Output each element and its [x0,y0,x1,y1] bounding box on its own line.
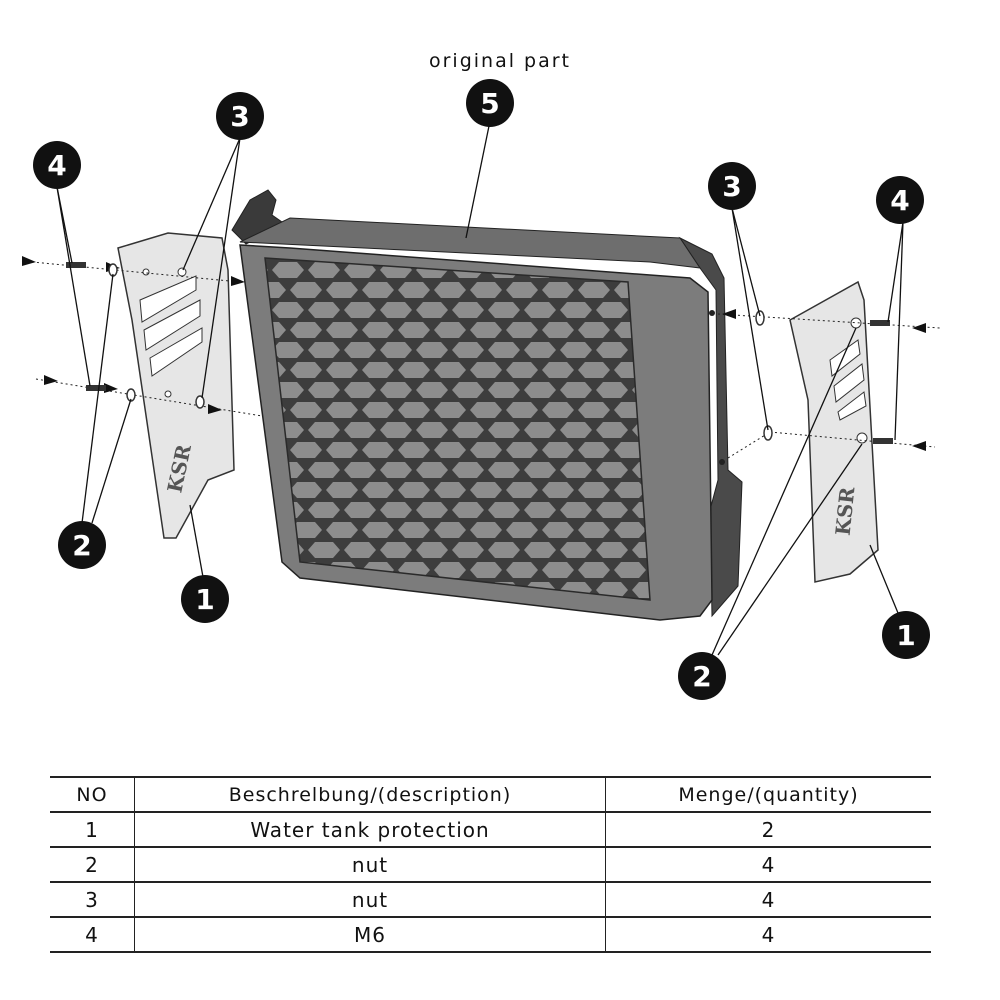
bolt-m6 [873,438,893,444]
radiator-mount-hole [719,459,725,465]
header-quantity: Menge/(quantity) [605,776,931,813]
cell-no: 2 [50,846,135,883]
callout-2-left: 2 [58,521,106,569]
callout-1-left: 1 [181,575,229,623]
svg-text:2: 2 [692,660,711,693]
callout-4-right: 4 [876,176,924,224]
leader-line [887,221,904,323]
arrow-head [912,323,926,333]
svg-text:1: 1 [896,619,915,652]
nut-washer [755,310,765,326]
table-header-row: NO Beschrelbung/(description) Menge/(qua… [50,776,931,813]
cell-quantity: 4 [605,916,931,953]
leader-line [182,137,241,271]
leader-line [56,186,91,387]
right-cover-logo: KSR [831,486,860,537]
left-cover-hole [164,390,172,398]
leader-line [731,207,769,431]
right-cover-slot [829,339,861,377]
leader-line [731,207,761,317]
bolt-m6 [66,262,86,268]
leader-line [465,125,490,239]
right-side-cover: KSR [789,280,879,583]
left-cover-slot [143,299,201,351]
cell-description: nut [134,881,606,918]
parts-list-table: NO Beschrelbung/(description) Menge/(qua… [50,776,931,953]
radiator-top-edge [239,217,702,269]
arrow-head [44,375,58,385]
left-cover-slot [139,275,197,323]
arrow-head [722,309,736,319]
leader-line [189,504,204,578]
cell-no: 4 [50,916,135,953]
leader-lines [56,125,904,656]
bolt-m6 [870,320,890,326]
right-cover-plate [789,280,879,583]
svg-text:4: 4 [47,149,66,182]
cell-description: Water tank protection [134,811,606,848]
left-cover-hole [142,268,150,276]
original-part-label: original part [428,50,572,72]
left-cover-slot [149,327,203,377]
radiator-hex-mesh [265,258,650,600]
leader-line [869,544,899,614]
cell-quantity: 4 [605,846,931,883]
radiator-original-part [231,189,743,621]
callout-2-right: 2 [678,652,726,700]
svg-text:1: 1 [195,583,214,616]
callout-5: 5 [466,79,514,127]
assembly-line-right-bottom [727,431,771,459]
svg-text:5: 5 [480,87,499,120]
callout-3-right: 3 [708,162,756,210]
header-description: Beschrelbung/(description) [134,776,606,813]
right-cover-slot [833,363,865,403]
leader-line [717,443,863,656]
assembly-line-right-top [717,313,941,329]
assembly-line-left-top [21,260,241,283]
cell-quantity: 2 [605,811,931,848]
radiator-mount-hole [709,310,715,316]
callout-3-left: 3 [216,92,264,140]
cell-no: 3 [50,881,135,918]
cell-description: nut [134,846,606,883]
leader-line [894,221,904,441]
assembly-lines [21,260,941,459]
right-cover-hole [856,432,868,444]
table-row: 4 M6 4 [50,916,931,953]
nut-washer [195,395,205,409]
svg-text:2: 2 [72,529,91,562]
assembly-arrows [22,256,926,451]
leader-line [201,137,241,399]
header-no: NO [50,776,135,813]
callout-1-right: 1 [882,611,930,659]
bolt-m6 [86,385,106,391]
svg-text:3: 3 [722,170,741,203]
cell-quantity: 4 [605,881,931,918]
arrow-head [231,276,245,286]
arrow-head [22,256,36,266]
leader-line [91,398,132,524]
radiator-mesh-border [264,257,651,601]
cell-no: 1 [50,811,135,848]
right-cover-slot [837,391,867,421]
arrow-head [104,383,118,393]
svg-text:4: 4 [890,184,909,217]
radiator-right-tank [678,236,743,618]
left-cover-hole [177,267,187,277]
table-row: 2 nut 4 [50,846,931,883]
left-side-cover: KSR [117,232,235,539]
arrow-head [208,404,222,414]
callout-4-left: 4 [33,141,81,189]
svg-text:3: 3 [230,100,249,133]
exploded-view-diagram: KSR KSR [21,79,941,700]
cell-description: M6 [134,916,606,953]
leader-line [81,273,114,524]
arrow-head [912,441,926,451]
table-row: 1 Water tank protection 2 [50,811,931,848]
assembly-line-left-bottom [35,378,263,417]
leader-line [711,327,857,656]
table-row: 3 nut 4 [50,881,931,918]
hardware [66,262,893,444]
